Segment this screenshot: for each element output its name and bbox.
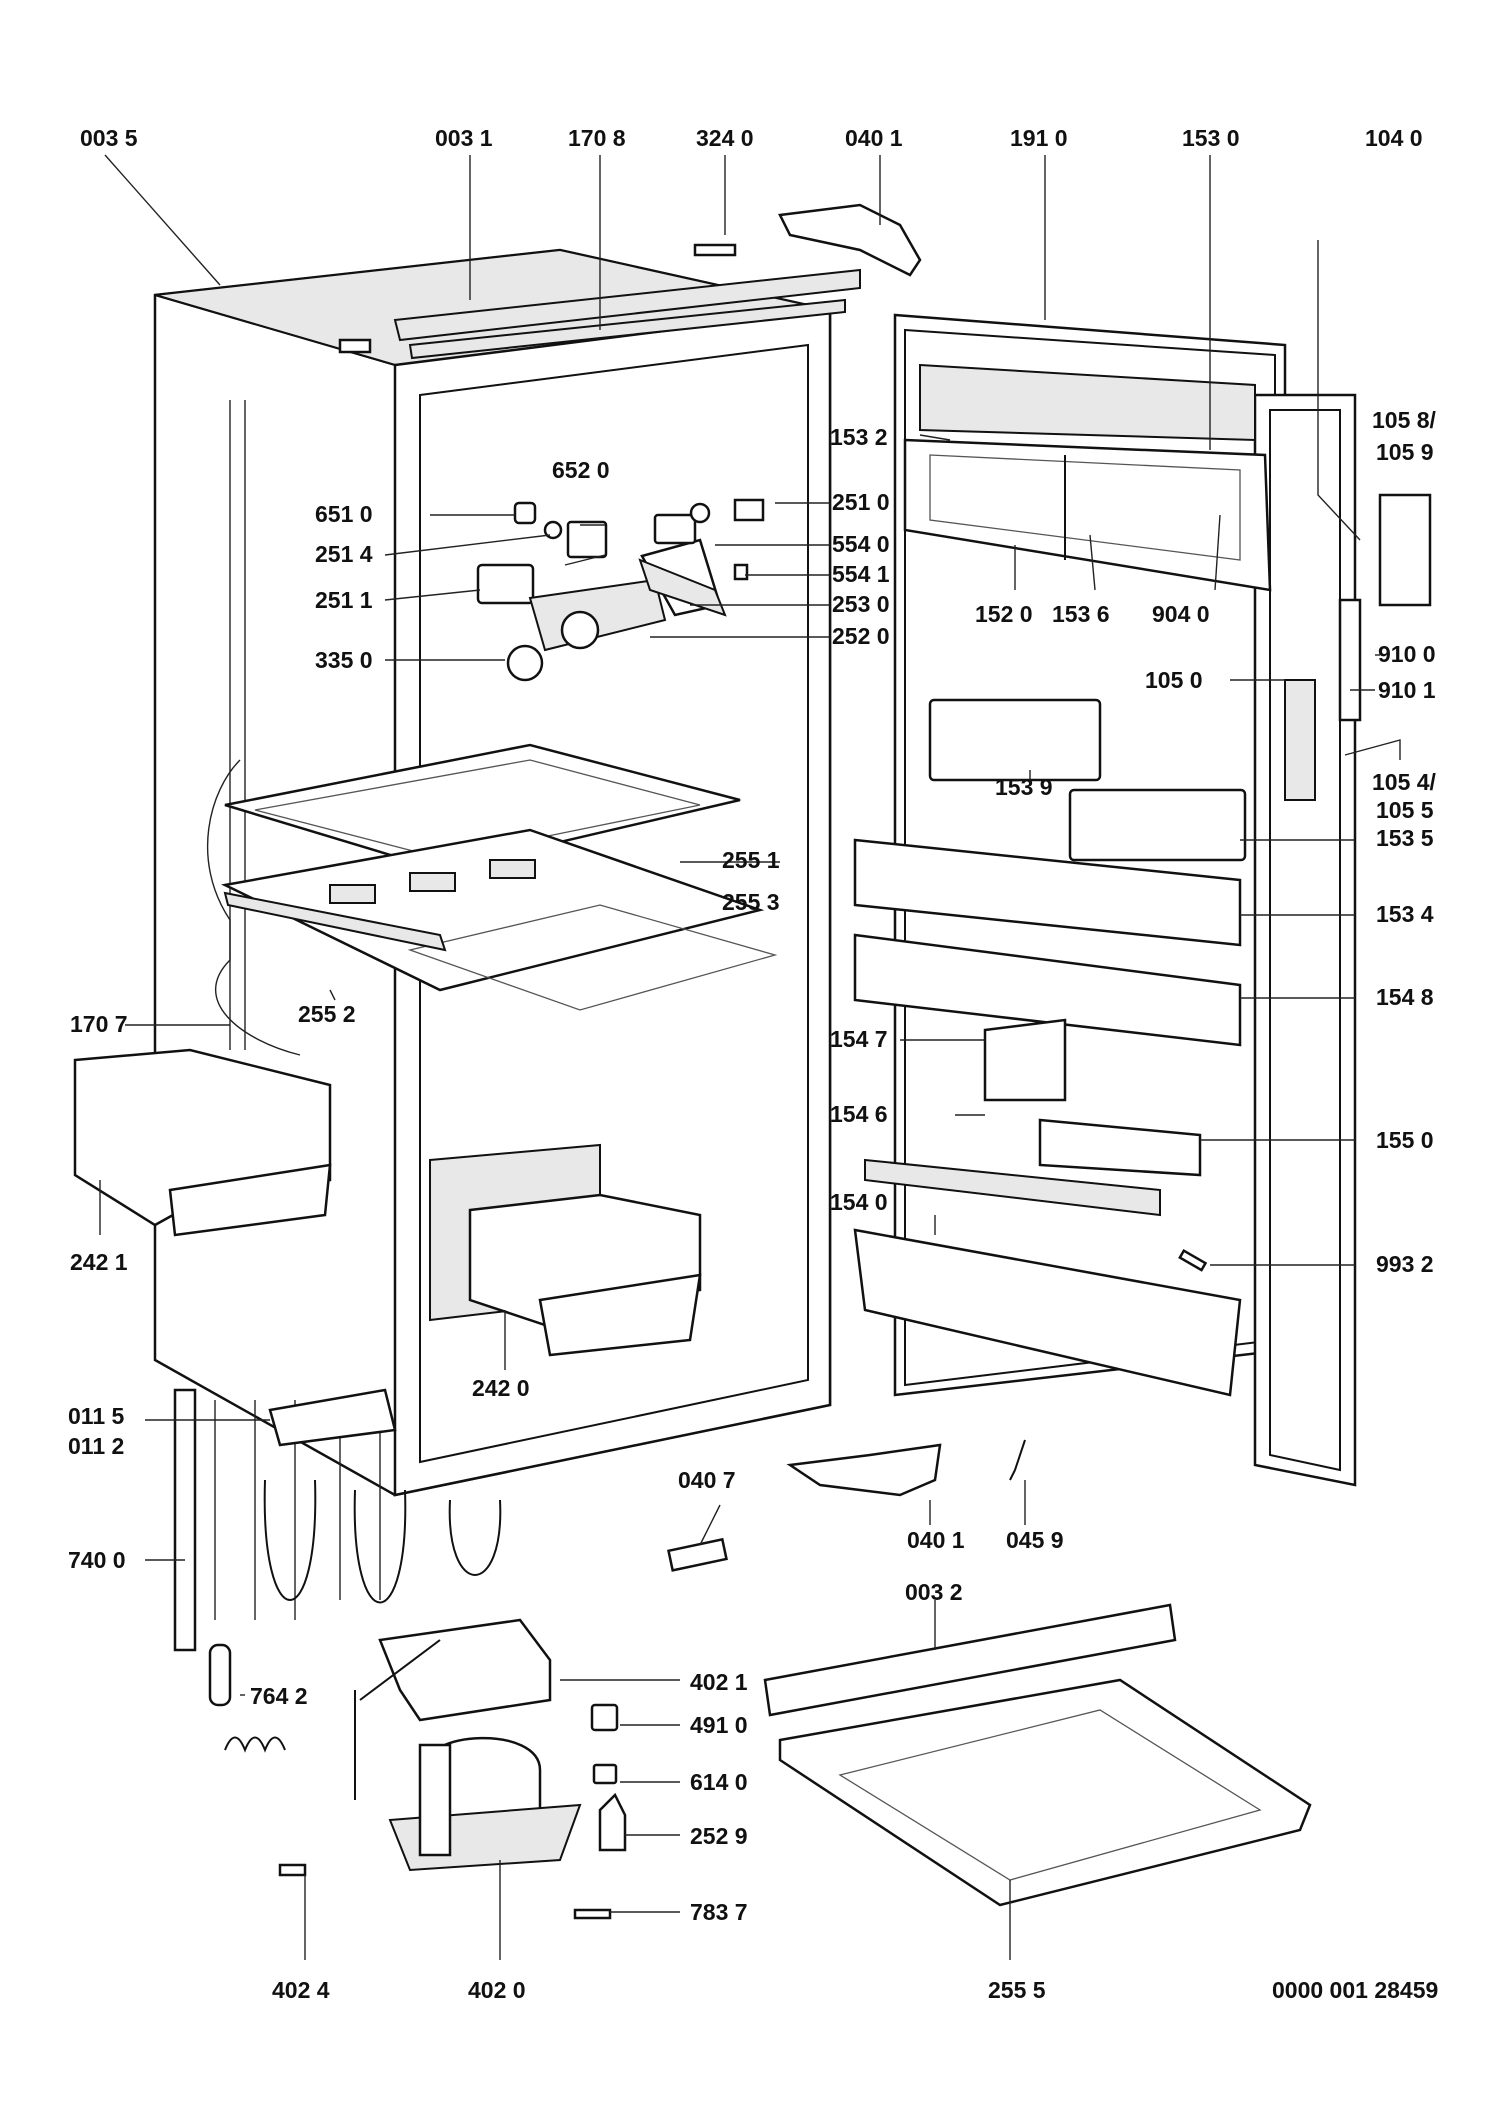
hinges <box>268 203 1026 1572</box>
label-402-0: 402 0 <box>468 1977 526 2003</box>
label-335-0: 335 0 <box>315 647 373 673</box>
bottom-panels <box>763 1603 1312 1907</box>
label-011-2: 011 2 <box>68 1433 124 1459</box>
label-011-5: 011 5 <box>68 1403 124 1429</box>
label-153-6: 153 6 <box>1052 601 1110 627</box>
label-040-1-bottom: 040 1 <box>907 1527 965 1553</box>
label-255-5: 255 5 <box>988 1977 1046 2003</box>
label-105-9: 105 9 <box>1376 439 1434 465</box>
label-242-0: 242 0 <box>472 1375 530 1401</box>
label-153-5: 153 5 <box>1376 825 1434 851</box>
label-154-6: 154 6 <box>830 1101 888 1127</box>
label-652-0: 652 0 <box>552 457 610 483</box>
label-904-0: 904 0 <box>1152 601 1210 627</box>
label-170-7: 170 7 <box>70 1011 128 1037</box>
label-242-1: 242 1 <box>70 1249 128 1275</box>
label-252-0: 252 0 <box>832 623 890 649</box>
label-651-0: 651 0 <box>315 501 373 527</box>
label-045-9: 045 9 <box>1006 1527 1064 1553</box>
label-251-0: 251 0 <box>832 489 890 515</box>
label-154-0: 154 0 <box>830 1189 888 1215</box>
label-104-0: 104 0 <box>1365 125 1423 151</box>
label-783-7: 783 7 <box>690 1899 748 1925</box>
label-040-1-top: 040 1 <box>845 125 903 151</box>
label-105-0: 105 0 <box>1145 667 1203 693</box>
label-003-2: 003 2 <box>905 1579 963 1605</box>
label-324-0: 324 0 <box>696 125 754 151</box>
door-assembly <box>853 313 1432 1487</box>
label-910-0: 910 0 <box>1378 641 1436 667</box>
label-252-9: 252 9 <box>690 1823 748 1849</box>
label-105-5: 105 5 <box>1376 797 1434 823</box>
label-152-0: 152 0 <box>975 601 1033 627</box>
label-910-1: 910 1 <box>1378 677 1436 703</box>
label-153-4: 153 4 <box>1376 901 1434 927</box>
label-554-0: 554 0 <box>832 531 890 557</box>
label-402-1: 402 1 <box>690 1669 748 1695</box>
label-153-0: 153 0 <box>1182 125 1240 151</box>
label-740-0: 740 0 <box>68 1547 126 1573</box>
label-155-0: 155 0 <box>1376 1127 1434 1153</box>
label-402-4: 402 4 <box>272 1977 330 2003</box>
label-253-0: 253 0 <box>832 591 890 617</box>
label-251-1: 251 1 <box>315 587 373 613</box>
label-255-3: 255 3 <box>722 889 780 915</box>
drawing-code: 0000 001 28459 <box>1272 1977 1438 2003</box>
label-251-4: 251 4 <box>315 541 373 567</box>
label-255-2: 255 2 <box>298 1001 356 1027</box>
label-764-2: 764 2 <box>250 1683 308 1709</box>
label-003-1: 003 1 <box>435 125 493 151</box>
label-153-9: 153 9 <box>995 774 1053 800</box>
label-191-0: 191 0 <box>1010 125 1068 151</box>
cooling-system <box>173 1388 627 1920</box>
glass-shelves <box>206 743 778 1056</box>
label-003-5: 003 5 <box>80 125 138 151</box>
crisper-drawers <box>73 1048 702 1357</box>
label-040-7: 040 7 <box>678 1467 736 1493</box>
leader-lines <box>99 154 1401 1960</box>
label-154-7: 154 7 <box>830 1026 888 1052</box>
label-154-8: 154 8 <box>1376 984 1434 1010</box>
label-554-1: 554 1 <box>832 561 890 587</box>
label-170-8: 170 8 <box>568 125 626 151</box>
label-105-4: 105 4/ <box>1372 769 1437 795</box>
label-614-0: 614 0 <box>690 1769 748 1795</box>
label-255-1: 255 1 <box>722 847 780 873</box>
label-491-0: 491 0 <box>690 1712 748 1738</box>
part-labels: 003 5 003 1 170 8 324 0 040 1 191 0 153 … <box>68 125 1438 2003</box>
label-105-8: 105 8/ <box>1372 407 1437 433</box>
label-993-2: 993 2 <box>1376 1251 1434 1277</box>
label-153-2: 153 2 <box>830 424 888 450</box>
